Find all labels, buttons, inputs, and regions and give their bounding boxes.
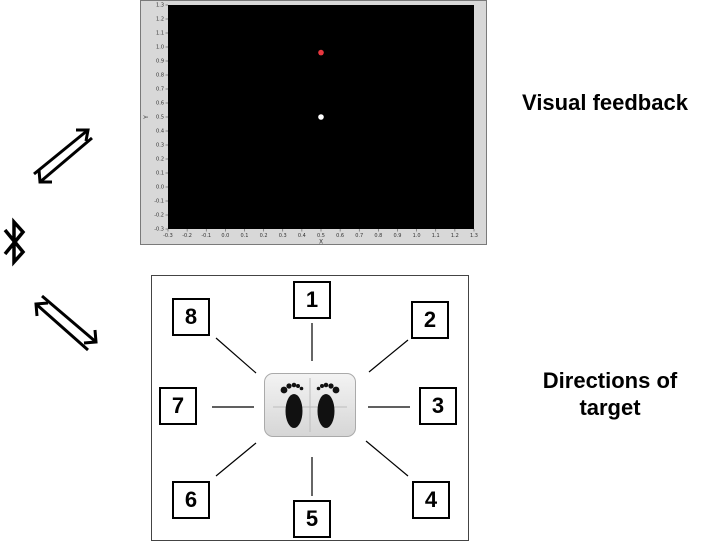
- direction-5-box: 5: [293, 500, 331, 538]
- x-tick-label: 0.4: [298, 233, 306, 239]
- y-tick-label: 0.3: [156, 143, 164, 149]
- y-tick-label: -0.3: [154, 227, 164, 233]
- x-tick-label: 0.8: [374, 233, 382, 239]
- direction-3-box: 3: [419, 387, 457, 425]
- y-tick-label: 0.2: [156, 157, 164, 163]
- visual-feedback-label: Visual feedback: [522, 90, 688, 115]
- y-tick-label: 0.9: [156, 59, 164, 65]
- x-tick-label: 1.1: [432, 233, 440, 239]
- x-tick-label: 1.3: [470, 233, 478, 239]
- y-tick-label: 0.4: [156, 129, 164, 135]
- y-tick-label: 0.6: [156, 101, 164, 107]
- bluetooth-icon: [3, 217, 26, 267]
- direction-4-box: 4: [412, 481, 450, 519]
- x-tick-label: 0.9: [394, 233, 402, 239]
- y-tick-label: 1.3: [156, 3, 164, 9]
- direction-7-box: 7: [159, 387, 197, 425]
- x-tick-label: 0.2: [260, 233, 268, 239]
- direction-2-box: 2: [411, 301, 449, 339]
- plot-canvas: -0.3 -0.2 -0.1 0.0 0.1 0.2 0.3 0.4 0.5 0.6 0.7 0.8 0…: [143, 3, 478, 245]
- y-tick-label: 1.0: [156, 45, 164, 51]
- y-tick-label: 0.1: [156, 171, 164, 177]
- data-point: [318, 114, 324, 120]
- y-tick-label: -0.2: [154, 213, 164, 219]
- directions-label-line2: target: [579, 395, 641, 420]
- y-tick-label: 0.7: [156, 87, 164, 93]
- directions-label-line1: Directions of: [542, 368, 678, 393]
- data-point: [318, 49, 324, 56]
- balance-board: [264, 373, 356, 437]
- footprints-icon: [273, 378, 347, 432]
- y-tick-label: 1.1: [156, 31, 164, 37]
- direction-6-box: 6: [172, 481, 210, 519]
- double-arrow-icon: [34, 294, 98, 352]
- y-tick-label: 1.2: [156, 17, 164, 23]
- y-tick-label: -0.1: [154, 199, 164, 205]
- directions-label: Directions of target: [515, 367, 705, 421]
- x-tick-label: 0.0: [221, 233, 229, 239]
- y-tick-label: 0.0: [156, 185, 164, 191]
- x-tick-label: 0.6: [336, 233, 344, 239]
- visual-feedback-plot: -0.3 -0.2 -0.1 0.0 0.1 0.2 0.3 0.4 0.5 0.6 0.7 0.8 0…: [140, 0, 487, 245]
- x-tick-label: 1.0: [413, 233, 421, 239]
- directions-panel: 1 2 3 4 5 6 7 8: [151, 275, 469, 541]
- y-tick-label: 0.8: [156, 73, 164, 79]
- x-tick-label: 1.2: [451, 233, 459, 239]
- y-axis-label: Y: [143, 115, 150, 120]
- x-tick-label: -0.1: [201, 233, 211, 239]
- x-tick-label: 0.5: [317, 233, 325, 239]
- x-tick-label: 0.1: [241, 233, 249, 239]
- direction-lines: [212, 323, 410, 496]
- x-tick-label: 0.7: [355, 233, 363, 239]
- x-tick-label: 0.3: [279, 233, 287, 239]
- double-arrow-icon: [33, 128, 93, 184]
- direction-8-box: 8: [172, 298, 210, 336]
- x-tick-label: -0.2: [182, 233, 192, 239]
- direction-1-box: 1: [293, 281, 331, 319]
- x-tick-label: -0.3: [163, 233, 173, 239]
- x-axis-label: X: [319, 239, 323, 245]
- y-tick-label: 0.5: [156, 115, 164, 121]
